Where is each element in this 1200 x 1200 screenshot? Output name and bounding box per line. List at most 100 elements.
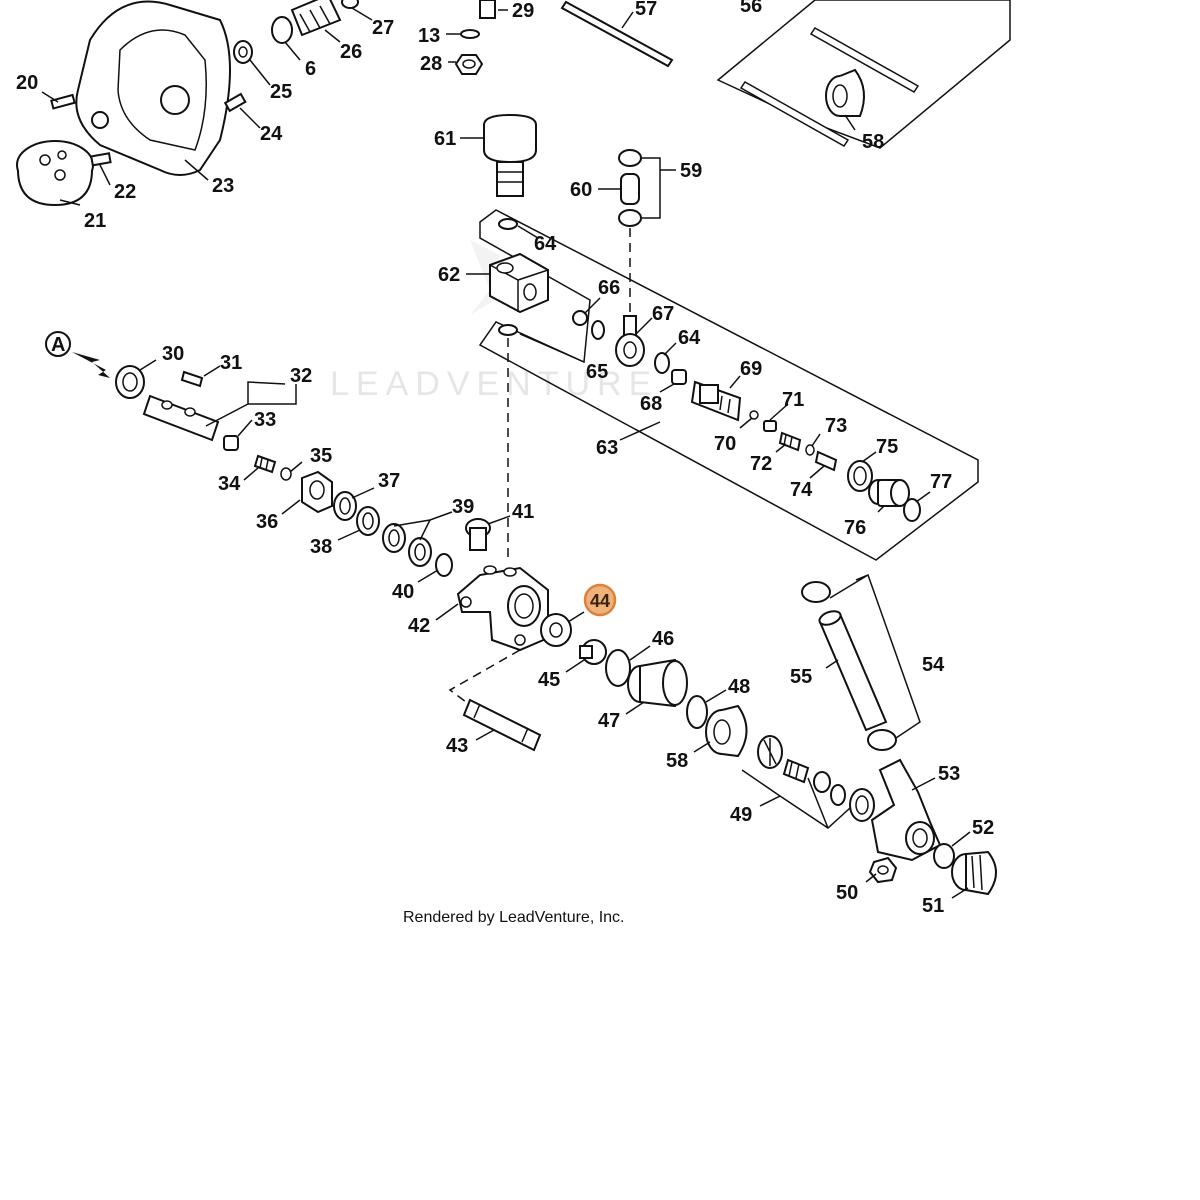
- callout-75: 75: [876, 436, 898, 458]
- block-62: [489, 252, 549, 314]
- shaft-26: [290, 0, 342, 37]
- callout-52: 52: [972, 817, 994, 839]
- callout-73: 73: [825, 415, 847, 437]
- ring-49c: [849, 788, 875, 822]
- leader-lines: [41, 7, 971, 899]
- credit-text: Rendered by LeadVenture, Inc.: [403, 909, 625, 926]
- plug-68: [671, 369, 687, 385]
- o-ring-13: [460, 29, 480, 39]
- callout-77: 77: [930, 471, 952, 493]
- washer-66: [572, 310, 588, 326]
- plug-41: [465, 518, 491, 551]
- bushing-33: [223, 435, 239, 451]
- housing-53: [870, 758, 942, 862]
- callout-46: 46: [652, 628, 674, 650]
- ring-39b: [408, 537, 432, 567]
- callout-28: 28: [420, 53, 442, 75]
- callout-26: 26: [340, 41, 362, 63]
- callout-64-top: 64: [534, 233, 557, 255]
- callout-50: 50: [836, 882, 858, 904]
- callout-41: 41: [512, 501, 534, 523]
- callout-44: 44: [590, 591, 610, 611]
- washer-25: [233, 40, 253, 64]
- o-ring-48: [686, 695, 708, 729]
- callout-72: 72: [750, 453, 772, 475]
- callout-35: 35: [310, 445, 332, 467]
- sleeve-47: [627, 658, 688, 708]
- fitting-29: [479, 0, 496, 19]
- rod-57: [560, 0, 674, 68]
- callout-21: 21: [84, 210, 106, 232]
- drum-21: [16, 140, 94, 207]
- callout-58-bottom: 58: [666, 750, 688, 772]
- screw-24: [223, 92, 247, 113]
- bearing-58-bottom: [705, 704, 748, 758]
- o-ring-52: [933, 843, 955, 869]
- callout-6: 6: [305, 58, 316, 80]
- callout-54: 54: [922, 654, 945, 676]
- o-ring-77: [903, 498, 921, 522]
- callout-63: 63: [596, 437, 618, 459]
- callout-29: 29: [512, 0, 534, 22]
- spring-72: [778, 431, 802, 452]
- callout-70: 70: [714, 433, 736, 455]
- ball-70: [749, 410, 759, 420]
- valve-69: [690, 380, 742, 422]
- seal-30: [115, 365, 145, 399]
- plug-45: [579, 639, 607, 665]
- callout-39: 39: [452, 496, 474, 518]
- ring-6: [271, 16, 293, 44]
- callout-47: 47: [598, 710, 620, 732]
- callout-36: 36: [256, 511, 278, 533]
- ring-39a: [382, 523, 406, 553]
- o-ring-73: [805, 444, 815, 456]
- cage-49: [757, 735, 783, 769]
- shaft-43: [462, 698, 542, 752]
- nut-50: [868, 856, 898, 884]
- part-27: [341, 0, 359, 9]
- cap-51: [951, 850, 997, 896]
- callouts: 20 21 22 23 24 25 6 26 27 13 28 29 57 56…: [16, 0, 994, 917]
- callout-66: 66: [598, 277, 620, 299]
- callout-56: 56: [740, 0, 762, 17]
- fitting-67: [615, 315, 645, 367]
- callout-55: 55: [790, 666, 812, 688]
- shaft-32: [142, 394, 220, 442]
- callout-20: 20: [16, 72, 38, 94]
- callout-68: 68: [640, 393, 662, 415]
- group-56-outline: [716, 0, 1011, 149]
- callout-23: 23: [212, 175, 234, 197]
- clamp-54-bottom: [867, 729, 897, 751]
- callout-51: 51: [922, 895, 944, 917]
- callout-24: 24: [260, 123, 283, 145]
- callout-48: 48: [728, 676, 750, 698]
- o-ring-40: [435, 553, 453, 577]
- callout-64-mid: 64: [678, 327, 701, 349]
- o-ring-35: [280, 467, 292, 481]
- callout-57: 57: [635, 0, 657, 20]
- screw-20: [50, 93, 76, 110]
- callout-31: 31: [220, 352, 242, 374]
- callout-49: 49: [730, 804, 752, 826]
- callout-45: 45: [538, 669, 560, 691]
- o-ring-65: [498, 324, 518, 336]
- callout-33: 33: [254, 409, 276, 431]
- nut-36: [301, 470, 333, 514]
- callout-76: 76: [844, 517, 866, 539]
- callout-67: 67: [652, 303, 674, 325]
- callout-53: 53: [938, 763, 960, 785]
- callout-32: 32: [290, 365, 312, 387]
- watermark: LEADVENTURE: [330, 365, 658, 403]
- clamp-54-top: [801, 581, 831, 603]
- callout-74: 74: [790, 479, 813, 501]
- screw-22: [90, 152, 112, 167]
- callout-61: 61: [434, 128, 456, 150]
- callout-71: 71: [782, 389, 804, 411]
- callout-44-highlight: 44: [583, 583, 617, 617]
- seat-71: [763, 420, 777, 432]
- clamp-59-top: [618, 149, 642, 167]
- callout-34: 34: [218, 473, 241, 495]
- callout-58-top: 58: [862, 131, 884, 153]
- callout-59: 59: [680, 160, 702, 182]
